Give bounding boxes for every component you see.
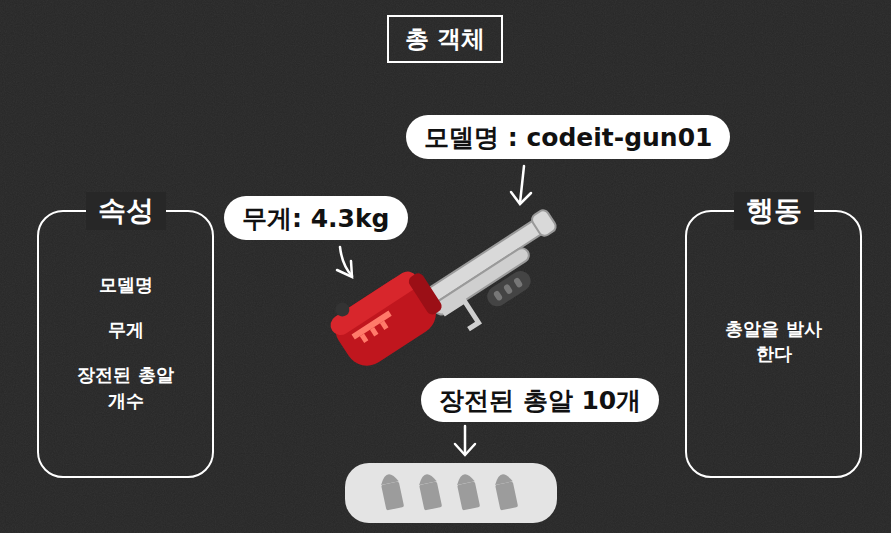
attribute-panel: 속성모델명무게장전된 총알 개수 xyxy=(37,210,214,478)
panel-item: 무게 xyxy=(108,317,144,342)
callout-text: 모델명 : codeit-gun01 xyxy=(424,121,712,154)
panel-heading: 속성 xyxy=(86,192,166,230)
title-text: 총 객체 xyxy=(405,25,485,53)
callout-pill: 무게: 4.3kg xyxy=(224,196,408,240)
behavior-panel: 행동총알을 발사한다 xyxy=(685,210,862,478)
callout-pill: 모델명 : codeit-gun01 xyxy=(406,115,730,159)
panel-item: 장전된 총알 개수 xyxy=(70,362,182,412)
panel-heading: 행동 xyxy=(734,192,814,230)
bullet-tray xyxy=(345,463,557,523)
callout-pill: 장전된 총알 10개 xyxy=(421,378,659,422)
panel-item: 총알을 발사한다 xyxy=(718,316,830,366)
callout-text: 장전된 총알 10개 xyxy=(439,384,641,417)
title-box: 총 객체 xyxy=(387,15,503,63)
panel-item: 모델명 xyxy=(99,272,153,297)
callout-text: 무게: 4.3kg xyxy=(242,202,390,235)
